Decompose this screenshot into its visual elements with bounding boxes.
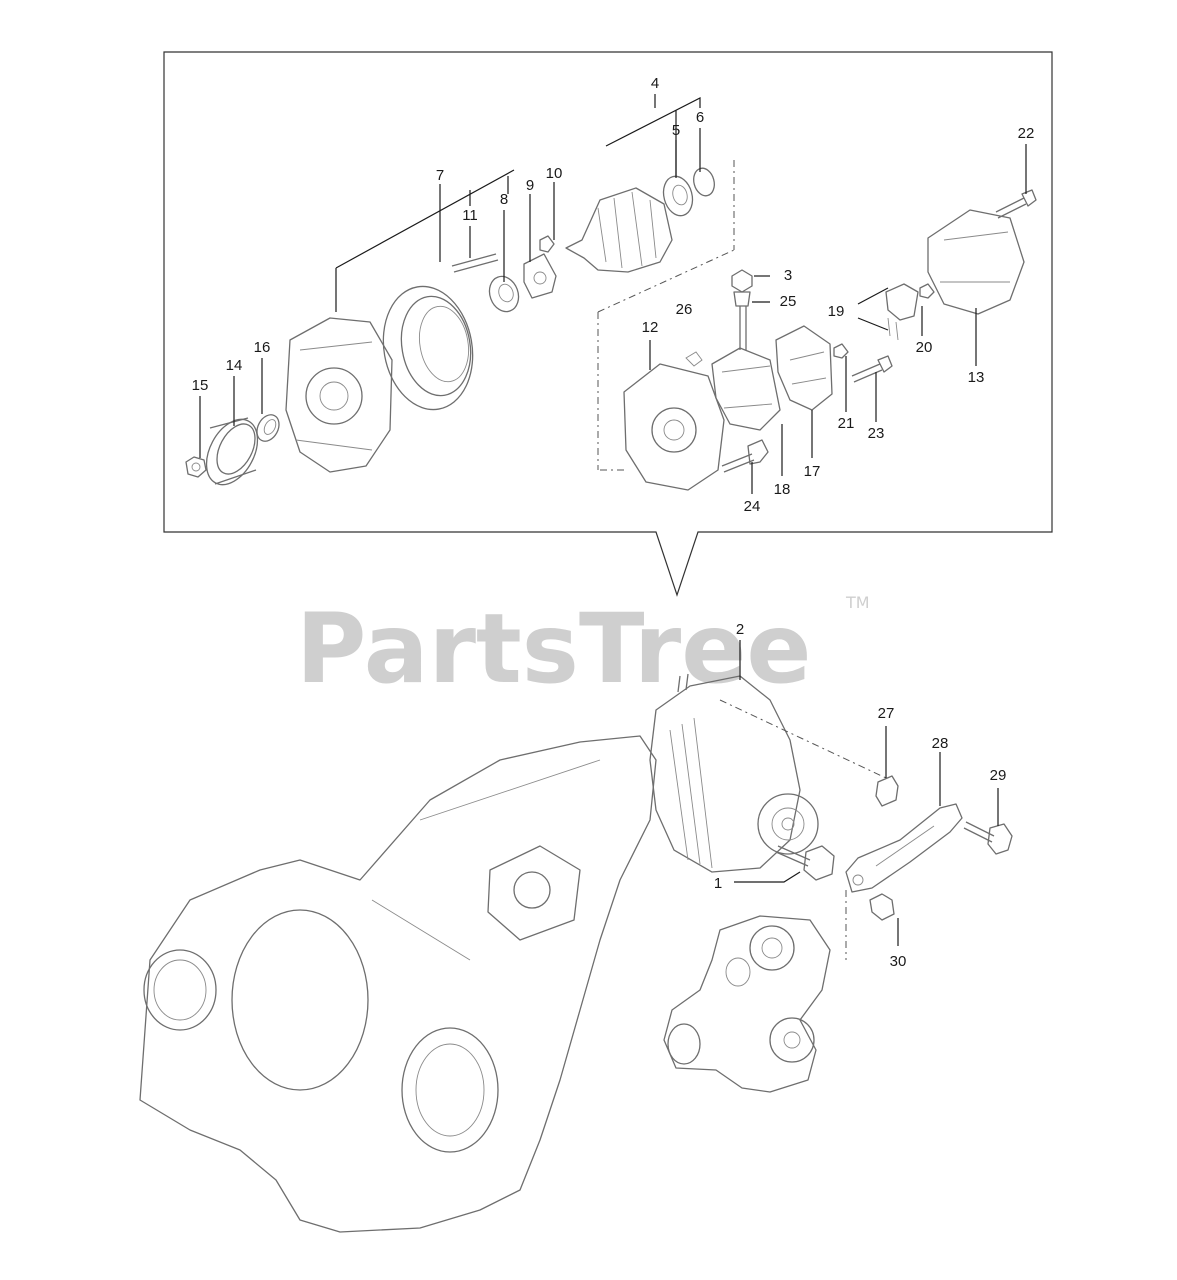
- part-pump-bolt: [869, 893, 895, 921]
- part-regulator: [775, 325, 833, 411]
- part-alternator: [649, 673, 819, 873]
- part-stud: [451, 253, 499, 273]
- part-spacer: [256, 414, 280, 442]
- part-rectifier: [711, 347, 781, 431]
- callout-12[interactable]: 12: [642, 319, 659, 336]
- part-frame-bolt: [721, 439, 769, 473]
- part-cover-ring: [693, 167, 715, 197]
- callout-25[interactable]: 25: [780, 293, 797, 310]
- part-gear-case: [139, 735, 657, 1233]
- exploded-view-frame: [163, 51, 1053, 597]
- part-stator: [382, 285, 474, 411]
- part-rear-frame: [623, 351, 725, 491]
- callout-17[interactable]: 17: [804, 463, 821, 480]
- part-nut: [185, 456, 207, 478]
- exploded-parts: [185, 160, 1037, 491]
- assembled-view: [139, 673, 1013, 1233]
- callout-26[interactable]: 26: [676, 301, 693, 318]
- callout-6[interactable]: 6: [696, 109, 704, 126]
- callout-28[interactable]: 28: [932, 735, 949, 752]
- part-bracket-bolt: [963, 821, 1013, 855]
- part-rotor: [565, 187, 673, 273]
- callout-8[interactable]: 8: [500, 191, 508, 208]
- part-retainer-plate: [523, 253, 557, 299]
- part-rotor-bearing: [662, 175, 694, 217]
- callout-4[interactable]: 4: [651, 75, 659, 92]
- callout-27[interactable]: 27: [878, 705, 895, 722]
- part-brush-set: [885, 283, 919, 341]
- callout-19[interactable]: 19: [828, 303, 845, 320]
- callout-13[interactable]: 13: [968, 369, 985, 386]
- part-brush-screw: [919, 283, 935, 299]
- callout-14[interactable]: 14: [226, 357, 243, 374]
- callout-labels: 4 5 6 7 11 8 9 10 22 3 25 26 19 20 13 12…: [192, 75, 1035, 970]
- callout-30[interactable]: 30: [890, 953, 907, 970]
- callout-9[interactable]: 9: [526, 177, 534, 194]
- part-bracket-spacer: [875, 775, 899, 807]
- part-bolt: [851, 355, 893, 383]
- callout-11[interactable]: 11: [462, 207, 478, 224]
- watermark: PartsTree TM: [296, 593, 870, 705]
- part-regulator-screw: [833, 343, 849, 359]
- callout-7[interactable]: 7: [436, 167, 444, 184]
- callout-16[interactable]: 16: [254, 339, 271, 356]
- callout-21[interactable]: 21: [838, 415, 855, 432]
- part-water-pump: [663, 915, 831, 1093]
- watermark-trademark: TM: [845, 593, 870, 612]
- callout-24[interactable]: 24: [744, 498, 761, 515]
- part-rear-cover: [927, 209, 1025, 315]
- callout-10[interactable]: 10: [546, 165, 563, 182]
- callout-29[interactable]: 29: [990, 767, 1007, 784]
- part-adjusting-bracket: [845, 803, 963, 893]
- leader-lines: [199, 94, 1027, 946]
- part-terminal-nut: [731, 269, 753, 350]
- part-pulley: [205, 417, 259, 486]
- part-screw: [539, 235, 555, 253]
- part-drive-end-frame: [285, 317, 393, 473]
- callout-3[interactable]: 3: [784, 267, 792, 284]
- part-bearing: [488, 275, 520, 313]
- callout-18[interactable]: 18: [774, 481, 791, 498]
- watermark-brand: PartsTree: [296, 593, 811, 705]
- callout-22[interactable]: 22: [1018, 125, 1035, 142]
- callout-2[interactable]: 2: [736, 621, 744, 638]
- callout-5[interactable]: 5: [672, 122, 680, 139]
- part-alternator-bolt: [775, 845, 835, 881]
- callout-23[interactable]: 23: [868, 425, 885, 442]
- part-cover-bolt: [995, 189, 1037, 219]
- callout-1[interactable]: 1: [714, 875, 722, 892]
- callout-20[interactable]: 20: [916, 339, 933, 356]
- callout-15[interactable]: 15: [192, 377, 209, 394]
